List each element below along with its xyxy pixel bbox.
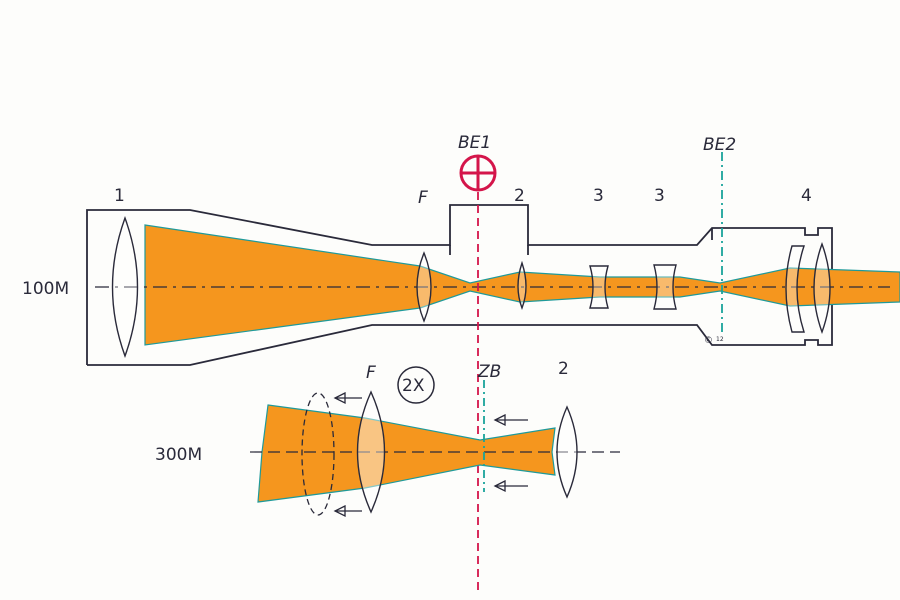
objective-lens — [111, 215, 139, 359]
label-focus-bottom: F — [366, 363, 376, 383]
label-lens-3a: 3 — [593, 186, 604, 206]
label-2x: 2X — [402, 376, 425, 396]
eyepiece-lens-a — [785, 245, 805, 333]
magnification-circle — [397, 366, 435, 404]
label-100m: 100M — [22, 279, 69, 299]
label-erector-bottom: 2 — [558, 359, 569, 379]
erector-lens-2 — [517, 260, 527, 310]
focus-lens-top — [416, 251, 432, 323]
label-objective: 1 — [114, 186, 125, 206]
eyepiece-lens-b — [813, 241, 831, 335]
signature-note: 12 — [716, 336, 724, 343]
label-be1: BE1 — [458, 133, 491, 153]
arrow-left-icon — [333, 391, 528, 518]
label-lens-3b: 3 — [654, 186, 665, 206]
focus-lens-bottom — [356, 390, 386, 514]
lens-3a — [589, 265, 609, 309]
label-erector-2: 2 — [514, 186, 525, 206]
signature: © — [704, 336, 713, 346]
reticle-crosshair-icon — [459, 154, 497, 192]
erector-lens-bottom — [556, 405, 578, 499]
scope-housing — [86, 204, 833, 366]
label-eyepiece: 4 — [801, 186, 812, 206]
label-focus-top: F — [418, 188, 428, 208]
label-300m: 300M — [155, 445, 202, 465]
label-be2: BE2 — [703, 135, 736, 155]
lens-3b — [653, 264, 677, 310]
label-zb: ZB — [477, 362, 501, 382]
focus-lens-previous-position — [301, 392, 335, 516]
